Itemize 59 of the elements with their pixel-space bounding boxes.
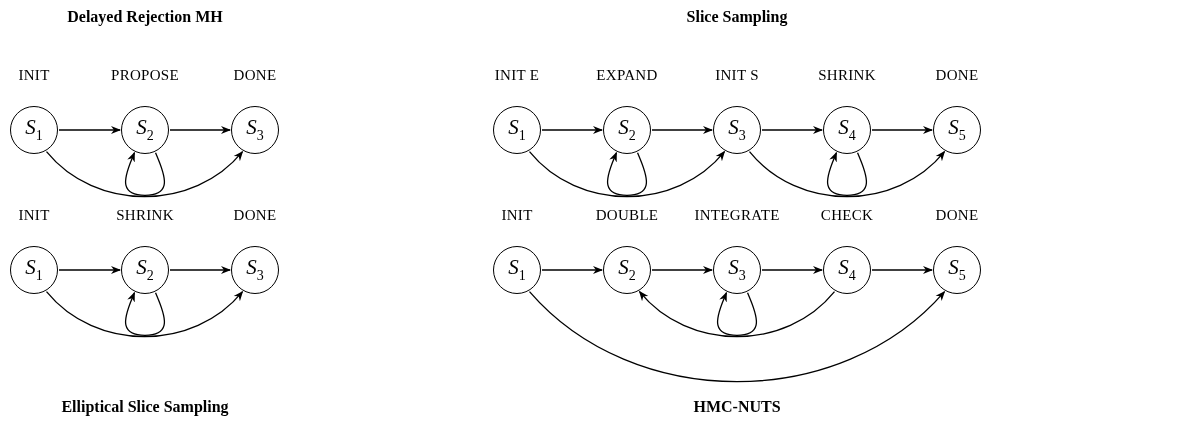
arrow [606, 151, 648, 196]
state-label: SHRINK [116, 207, 174, 224]
arrow [826, 151, 868, 196]
state-symbol: S$_{3}$ [728, 117, 746, 143]
state-symbol: S$_{2}$ [136, 117, 154, 143]
arrow [651, 126, 713, 134]
state-label: SHRINK [818, 67, 876, 84]
arrow [169, 126, 231, 134]
arrow [541, 126, 603, 134]
panel-title: Slice Sampling [686, 8, 788, 26]
state-symbol: S$_{2}$ [136, 257, 154, 283]
arrow [761, 126, 823, 134]
state-symbol: S$_{1}$ [508, 117, 526, 143]
state-label: DONE [233, 207, 277, 224]
state-label: EXPAND [596, 67, 658, 84]
arrow [58, 266, 121, 274]
state-symbol: S$_{1}$ [508, 257, 526, 283]
arrow [748, 150, 946, 198]
arrow [58, 126, 121, 134]
arrow [124, 291, 166, 336]
arrow [528, 150, 726, 198]
arrow [761, 266, 823, 274]
arrow [124, 151, 166, 196]
arrow [169, 266, 231, 274]
arrow [45, 150, 244, 198]
state-symbol: S$_{5}$ [948, 117, 966, 143]
state-label: INIT [18, 67, 50, 84]
arrow [716, 291, 758, 336]
arrow [528, 290, 946, 383]
state-symbol: S$_{4}$ [838, 117, 856, 143]
state-label: INIT [501, 207, 533, 224]
state-label: INIT S [715, 67, 759, 84]
arrow [638, 290, 836, 338]
state-label: INIT [18, 207, 50, 224]
state-symbol: S$_{3}$ [728, 257, 746, 283]
state-label: PROPOSE [111, 67, 179, 84]
panel-title: HMC-NUTS [693, 398, 781, 416]
state-symbol: S$_{2}$ [618, 117, 636, 143]
panel-title: Delayed Rejection MH [67, 8, 223, 26]
arrow [651, 266, 713, 274]
arrow [45, 290, 244, 338]
state-symbol: S$_{1}$ [25, 257, 43, 283]
arrow [871, 266, 933, 274]
state-symbol: S$_{5}$ [948, 257, 966, 283]
state-label: INTEGRATE [694, 207, 780, 224]
state-label: DONE [935, 207, 979, 224]
state-label: DONE [935, 67, 979, 84]
state-symbol: S$_{2}$ [618, 257, 636, 283]
state-symbol: S$_{3}$ [246, 257, 264, 283]
state-label: DOUBLE [595, 207, 659, 224]
arrow [541, 266, 603, 274]
state-symbol: S$_{3}$ [246, 117, 264, 143]
arrow [871, 126, 933, 134]
state-label: CHECK [820, 207, 874, 224]
state-label: INIT E [494, 67, 540, 84]
state-label: DONE [233, 67, 277, 84]
panel-title: Elliptical Slice Sampling [61, 398, 229, 416]
state-symbol: S$_{1}$ [25, 117, 43, 143]
state-symbol: S$_{4}$ [838, 257, 856, 283]
